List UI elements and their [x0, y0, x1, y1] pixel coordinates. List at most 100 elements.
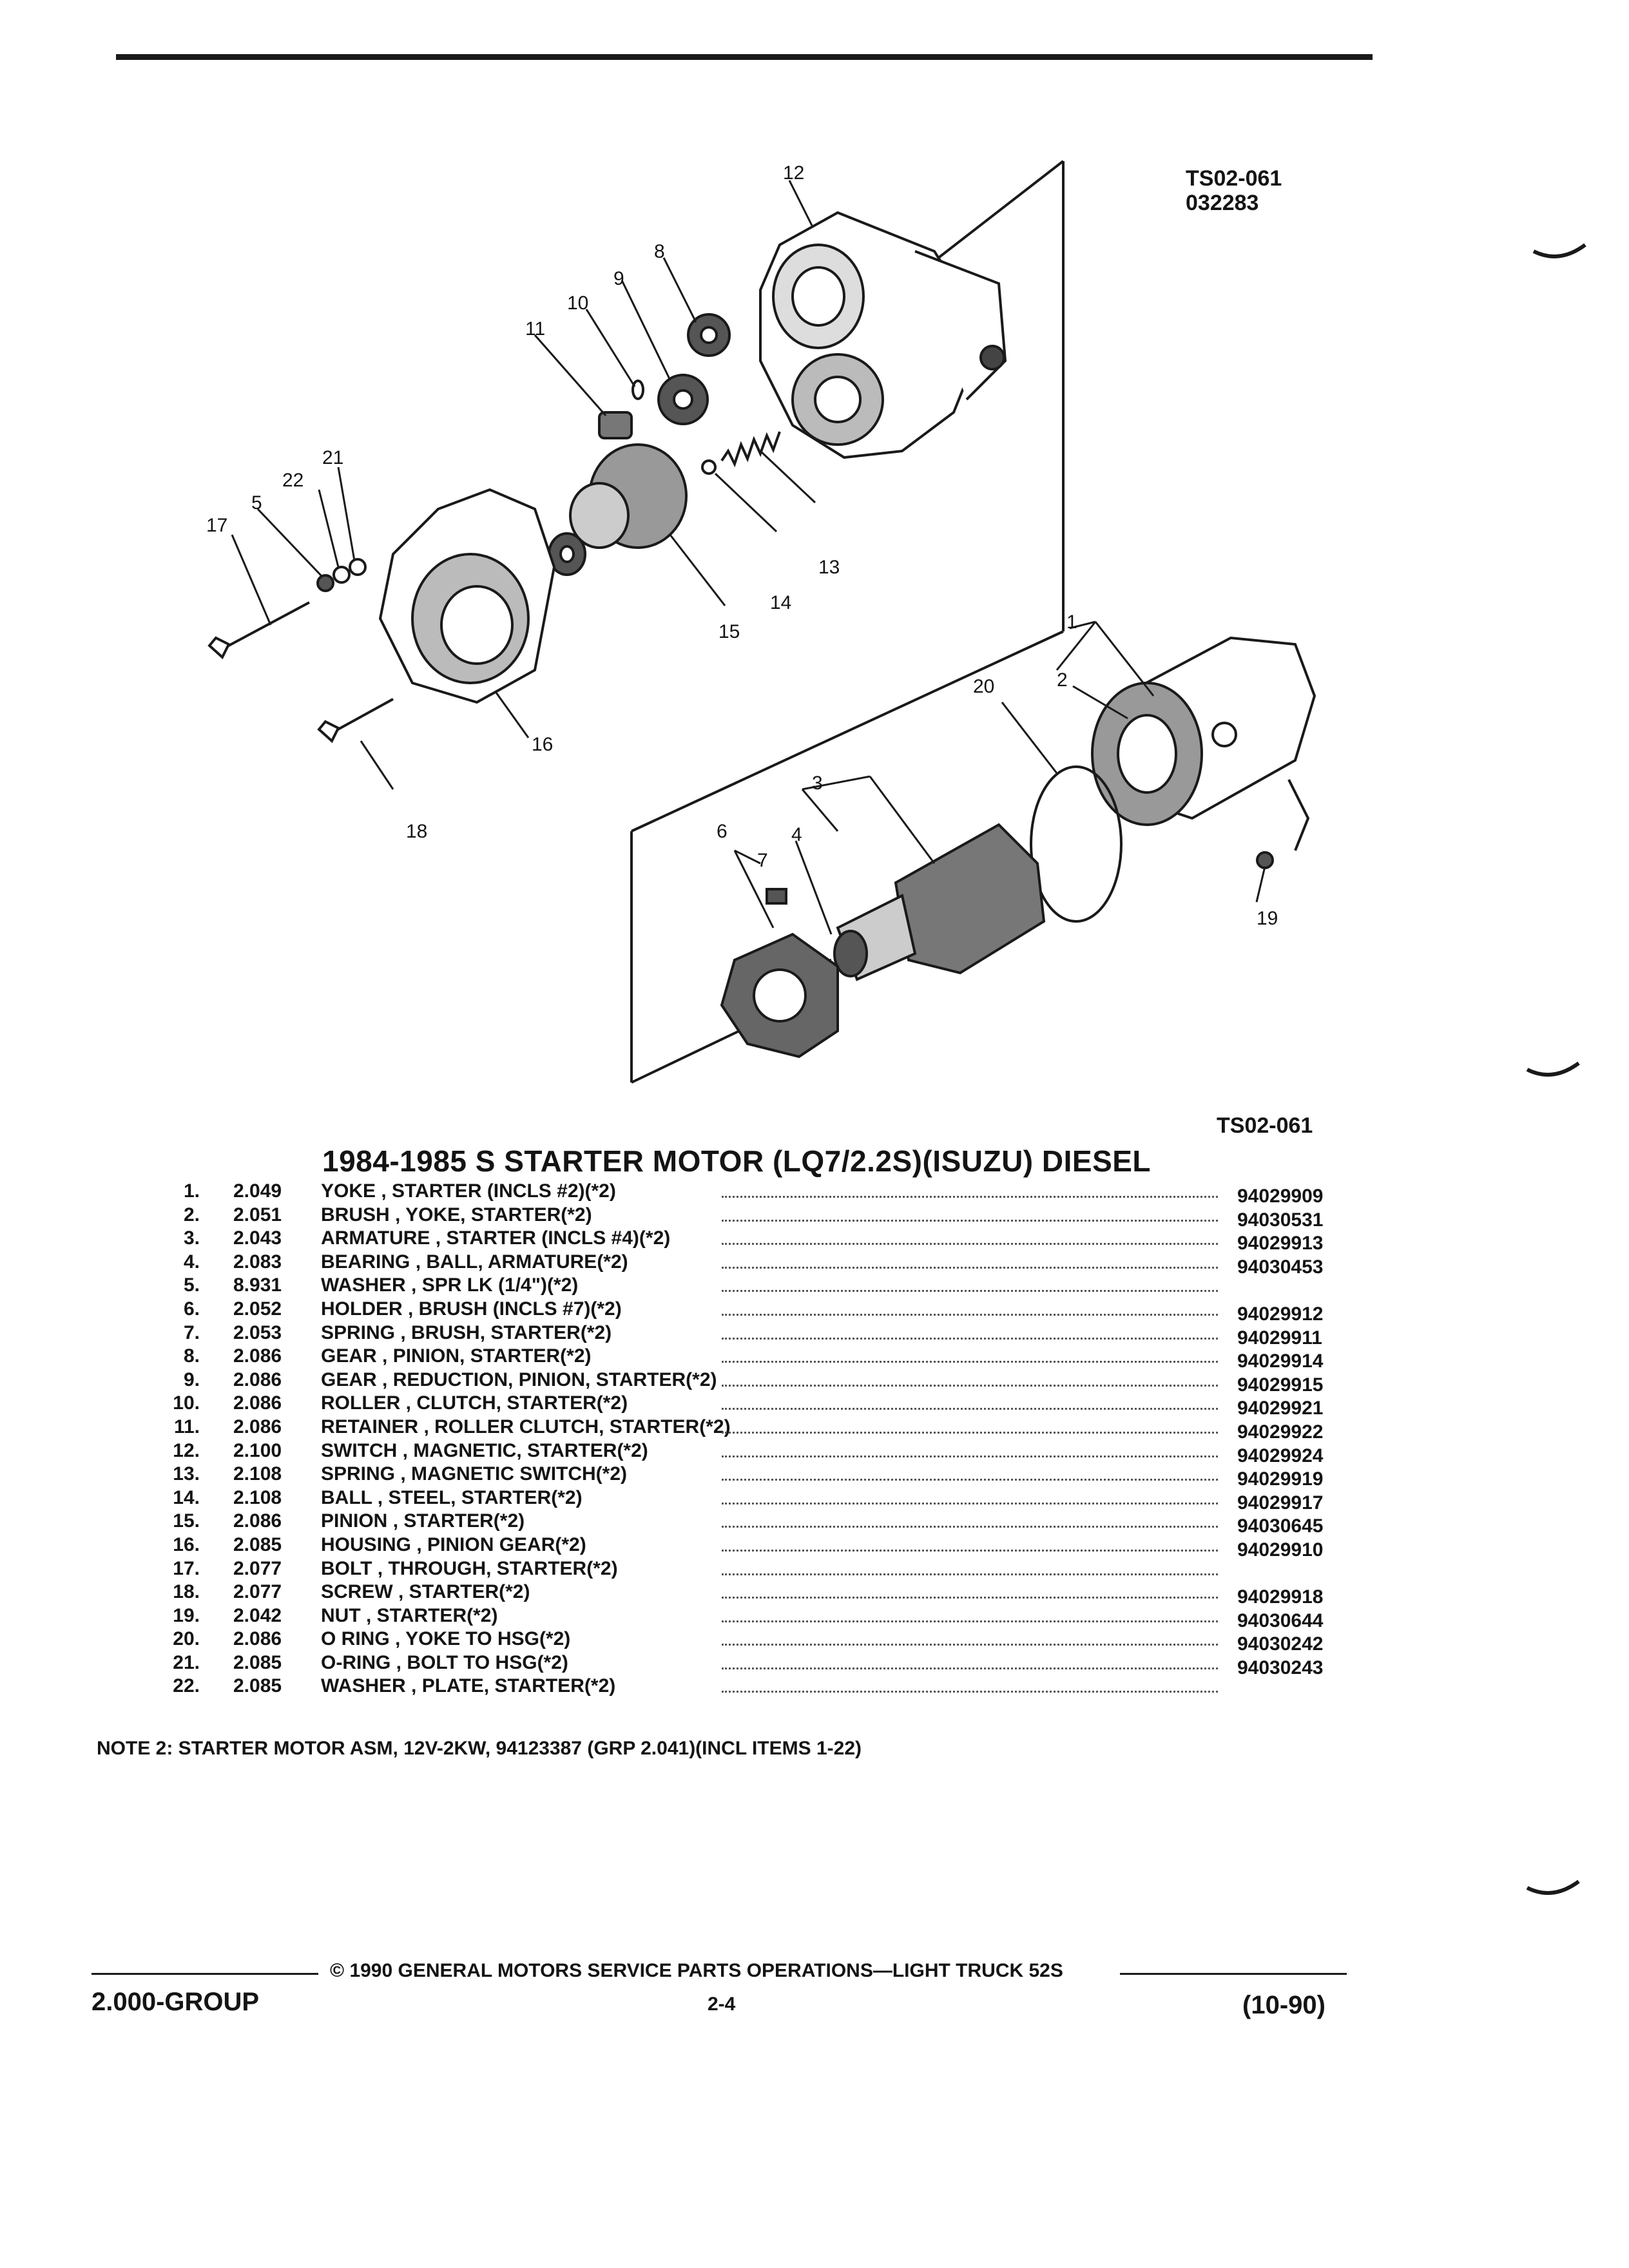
group-number: 2.043 — [233, 1227, 282, 1249]
callout-9: 9 — [613, 268, 624, 289]
part-name: ARMATURE — [321, 1227, 430, 1249]
part-name: WASHER — [321, 1675, 406, 1697]
part-description: WASHER , PLATE, STARTER(*2) — [321, 1675, 615, 1697]
leader-dots — [722, 1691, 1218, 1693]
part-number: 94030242 — [1237, 1633, 1324, 1655]
item-number: 14. — [173, 1486, 200, 1508]
part-number: 94029915 — [1237, 1374, 1324, 1396]
part-number: 94029911 — [1237, 1327, 1322, 1349]
part-detail: , MAGNETIC, STARTER(*2) — [402, 1439, 648, 1461]
part-detail: , STEEL, STARTER(*2) — [377, 1486, 583, 1508]
leader-dots — [722, 1408, 1218, 1410]
part-description: O-RING , BOLT TO HSG(*2) — [321, 1652, 568, 1674]
part-name: SPRING — [321, 1463, 396, 1485]
leader-dots — [722, 1597, 1218, 1599]
callout-6: 6 — [717, 821, 728, 842]
leader-dots — [722, 1549, 1218, 1552]
part-name: SCREW — [321, 1581, 393, 1603]
callout-16: 16 — [532, 734, 553, 755]
group-number: 2.049 — [233, 1180, 282, 1202]
item-number: 12. — [173, 1439, 200, 1461]
part-description: RETAINER , ROLLER CLUTCH, STARTER(*2) — [321, 1416, 731, 1438]
leader-dots — [722, 1620, 1218, 1622]
part-name: SPRING — [321, 1321, 396, 1343]
group-number: 2.051 — [233, 1204, 282, 1225]
part-name: BRUSH — [321, 1204, 390, 1225]
part-detail: , MAGNETIC SWITCH(*2) — [400, 1463, 628, 1485]
item-number: 10. — [173, 1392, 200, 1414]
part-description: BOLT , THROUGH, STARTER(*2) — [321, 1558, 618, 1580]
callout-7: 7 — [757, 850, 768, 871]
part-detail: , THROUGH, STARTER(*2) — [377, 1557, 618, 1579]
callout-14: 14 — [770, 592, 791, 613]
group-number: 2.108 — [233, 1486, 282, 1508]
group-number: 2.052 — [233, 1298, 282, 1320]
spring-drawing — [720, 431, 781, 468]
part-detail: , ROLLER CLUTCH, STARTER(*2) — [423, 1416, 731, 1437]
leader-dots — [722, 1431, 1218, 1434]
pinion-housing-drawing — [378, 488, 556, 704]
footer-rule-right — [1120, 1973, 1347, 1975]
item-number: 17. — [173, 1557, 200, 1579]
part-number: 94029918 — [1237, 1586, 1324, 1608]
group-number: 2.077 — [233, 1557, 282, 1579]
group-number: 2.085 — [233, 1651, 282, 1673]
part-name: NUT — [321, 1604, 361, 1626]
o-ring-drawing — [1030, 765, 1123, 923]
part-name: BALL — [321, 1486, 372, 1508]
part-description: GEAR , PINION, STARTER(*2) — [321, 1345, 592, 1367]
part-detail: , BRUSH, STARTER(*2) — [400, 1321, 612, 1343]
page-title: 1984-1985 S STARTER MOTOR (LQ7/2.2S)(ISU… — [322, 1144, 1152, 1178]
part-detail: , REDUCTION, PINION, STARTER(*2) — [382, 1369, 717, 1390]
figure-date: 032283 — [1186, 191, 1259, 215]
callout-5: 5 — [251, 492, 262, 514]
group-number: 2.053 — [233, 1321, 282, 1343]
part-number: 94030531 — [1237, 1209, 1324, 1231]
group-number: 2.086 — [233, 1628, 282, 1650]
item-number: 22. — [173, 1675, 200, 1697]
callout-17: 17 — [206, 515, 227, 536]
group-number: 8.931 — [233, 1274, 282, 1296]
part-detail: , YOKE TO HSG(*2) — [395, 1628, 571, 1650]
callout-22: 22 — [282, 470, 304, 491]
exploded-parts-diagram: 12 8 9 10 11 13 14 15 16 17 18 5 22 21 1… — [206, 160, 1586, 1084]
leader-dots — [722, 1667, 1218, 1669]
item-number: 2. — [183, 1204, 200, 1225]
part-detail: , STARTER(*2) — [398, 1581, 530, 1603]
part-number: 94029909 — [1237, 1186, 1324, 1207]
part-detail: , BOLT TO HSG(*2) — [396, 1651, 568, 1673]
part-number: 94029917 — [1237, 1492, 1324, 1514]
callout-19: 19 — [1257, 908, 1278, 929]
part-name: WASHER — [321, 1274, 406, 1296]
part-detail: , PINION, STARTER(*2) — [382, 1345, 592, 1367]
revision-date: (10-90) — [1242, 1991, 1325, 2019]
item-number: 19. — [173, 1604, 200, 1626]
part-description: ARMATURE , STARTER (INCLS #4)(*2) — [321, 1227, 670, 1249]
callout-15: 15 — [718, 621, 740, 642]
leader-dots — [722, 1196, 1218, 1198]
part-name: ROLLER — [321, 1392, 401, 1414]
group-number: 2.086 — [233, 1416, 282, 1437]
leader-dots — [722, 1644, 1218, 1646]
callout-3: 3 — [812, 773, 823, 794]
armature-drawing — [805, 823, 1046, 981]
leader-dots — [722, 1290, 1218, 1293]
part-number: 94029924 — [1237, 1445, 1324, 1466]
group-label: 2.000-GROUP — [92, 1988, 260, 2016]
part-detail: , PLATE, STARTER(*2) — [411, 1675, 616, 1697]
callout-1: 1 — [1066, 611, 1077, 633]
group-number: 2.086 — [233, 1392, 282, 1414]
leader-dots — [722, 1337, 1218, 1340]
part-row: 17. 2.077 BOLT , THROUGH, STARTER(*2) — [142, 1558, 1373, 1582]
callout-20: 20 — [973, 676, 994, 697]
part-detail: , CLUTCH, STARTER(*2) — [405, 1392, 628, 1414]
pinion-gears-drawing — [598, 313, 731, 475]
